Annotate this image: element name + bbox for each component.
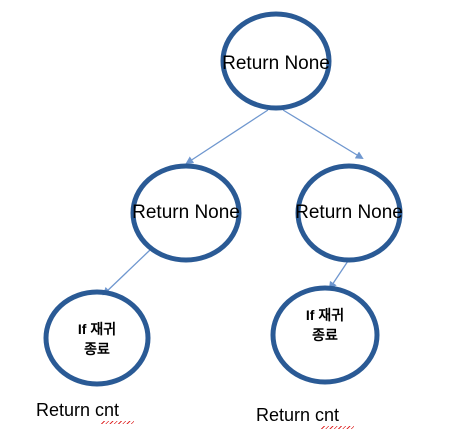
return-cnt-left: Return cnt — [36, 400, 120, 420]
node-left-circle — [130, 163, 242, 263]
left-leaf-line1: If 재귀 — [77, 321, 117, 337]
edge-left-leftleaf — [102, 249, 151, 296]
left-leaf-line2: 종료 — [84, 341, 110, 357]
edge-root-left — [185, 109, 269, 165]
node-left-leaf-label: If 재귀 종료 — [67, 319, 127, 359]
edge-right-rightleaf — [328, 257, 351, 290]
node-root-label: Return None — [222, 53, 330, 74]
right-leaf-line1: If 재귀 — [305, 307, 345, 323]
node-right-leaf-circle — [270, 285, 380, 385]
return-cnt-right: Return cnt — [256, 405, 340, 425]
spellcheck-underline-left — [101, 421, 134, 424]
node-left-leaf-circle — [43, 289, 151, 387]
node-root-circle — [220, 11, 332, 111]
right-leaf-line2: 종료 — [312, 327, 338, 343]
node-right-label: Return None — [295, 202, 403, 223]
node-left-label: Return None — [132, 202, 240, 223]
node-right-circle — [295, 163, 403, 263]
edge-root-right — [282, 109, 364, 160]
node-right-leaf-label: If 재귀 종료 — [295, 305, 355, 345]
spellcheck-underline-right — [321, 426, 354, 429]
